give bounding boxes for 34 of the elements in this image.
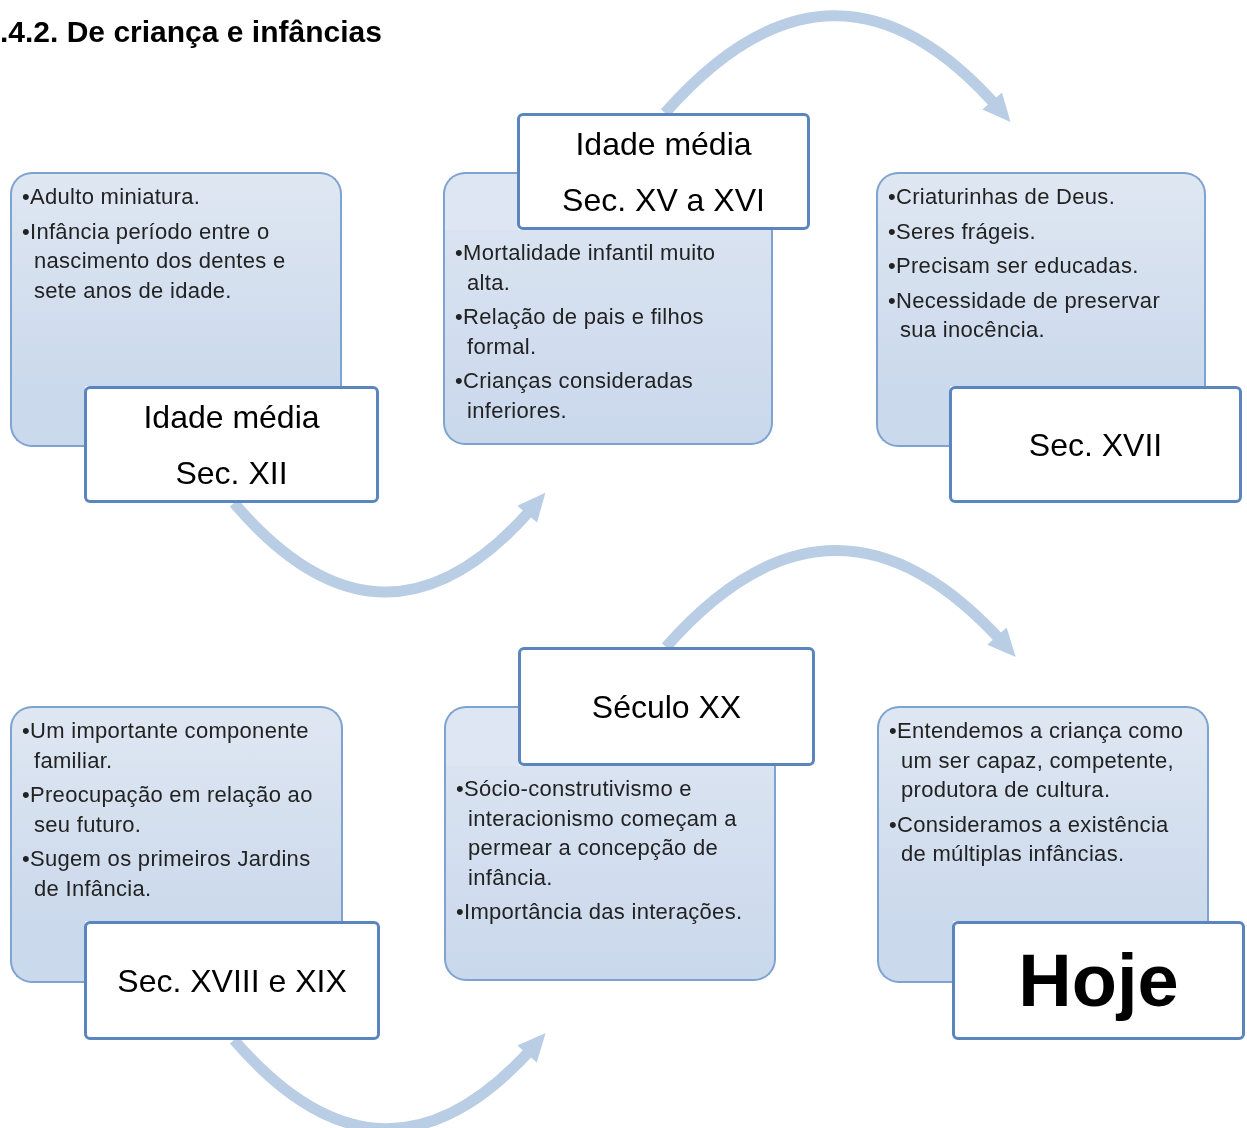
period-label: Idade média: [143, 400, 320, 433]
period-label-box: [952, 921, 1245, 1040]
period-label: Idade média: [575, 127, 752, 160]
period-label-box: [518, 647, 815, 766]
title: .4.2. De criança e infâncias: [0, 14, 382, 50]
bullet-text: •Importância das interações.: [456, 898, 744, 926]
curved-arrow: [230, 1033, 547, 1128]
curved-arrow: [229, 493, 546, 598]
bullet-text: •Entendemos a criança como um ser capaz, competente, produtora de cultura.: [889, 717, 1185, 804]
bullet-text: •Crianças consideradas inferiores.: [455, 367, 695, 425]
bullet-text: •Mortalidade infantil muito alta.: [455, 239, 717, 297]
bullet-text: •Precisam ser educadas.: [888, 252, 1140, 280]
period-label: Sec. XV a XVI: [562, 183, 765, 216]
curved-arrow: [661, 10, 1011, 122]
bullet-text: •Necessidade de preservar sua inocência.: [888, 286, 1161, 344]
period-label-box: [949, 386, 1242, 503]
bullet-text: •Sócio-construtivismo e interacionismo começam a permear a concepção de infância.: [456, 775, 738, 892]
bullet-text: •Relação de pais e filhos formal.: [455, 303, 705, 361]
bullet-text: •Seres frágeis.: [888, 217, 1037, 246]
bullet-text: •Preocupação em relação ao seu futuro.: [22, 781, 314, 839]
period-label-box: [517, 113, 810, 230]
period-label: Sec. XVII: [1028, 428, 1163, 461]
bullet-text: •Adulto miniatura.: [22, 183, 202, 211]
period-label-box: [84, 921, 380, 1040]
bullet-text: •Sugem os primeiros Jardins de Infância.: [22, 845, 312, 903]
period-label: Sec. XII: [175, 456, 288, 489]
period-label: Sec. XVIII e XIX: [117, 964, 347, 997]
curved-arrow: [662, 545, 1017, 657]
bullet-text: •Consideramos a existência de múltiplas infâncias.: [889, 810, 1170, 868]
bullet-text: •Infância período entre o nascimento dos dentes e sete anos de idade.: [22, 217, 287, 305]
bullet-text: •Um importante componente familiar.: [22, 717, 310, 775]
bullet-text: •Criaturinhas de Deus.: [888, 183, 1117, 211]
period-label-box: [84, 386, 379, 503]
period-label: Século XX: [591, 690, 742, 723]
